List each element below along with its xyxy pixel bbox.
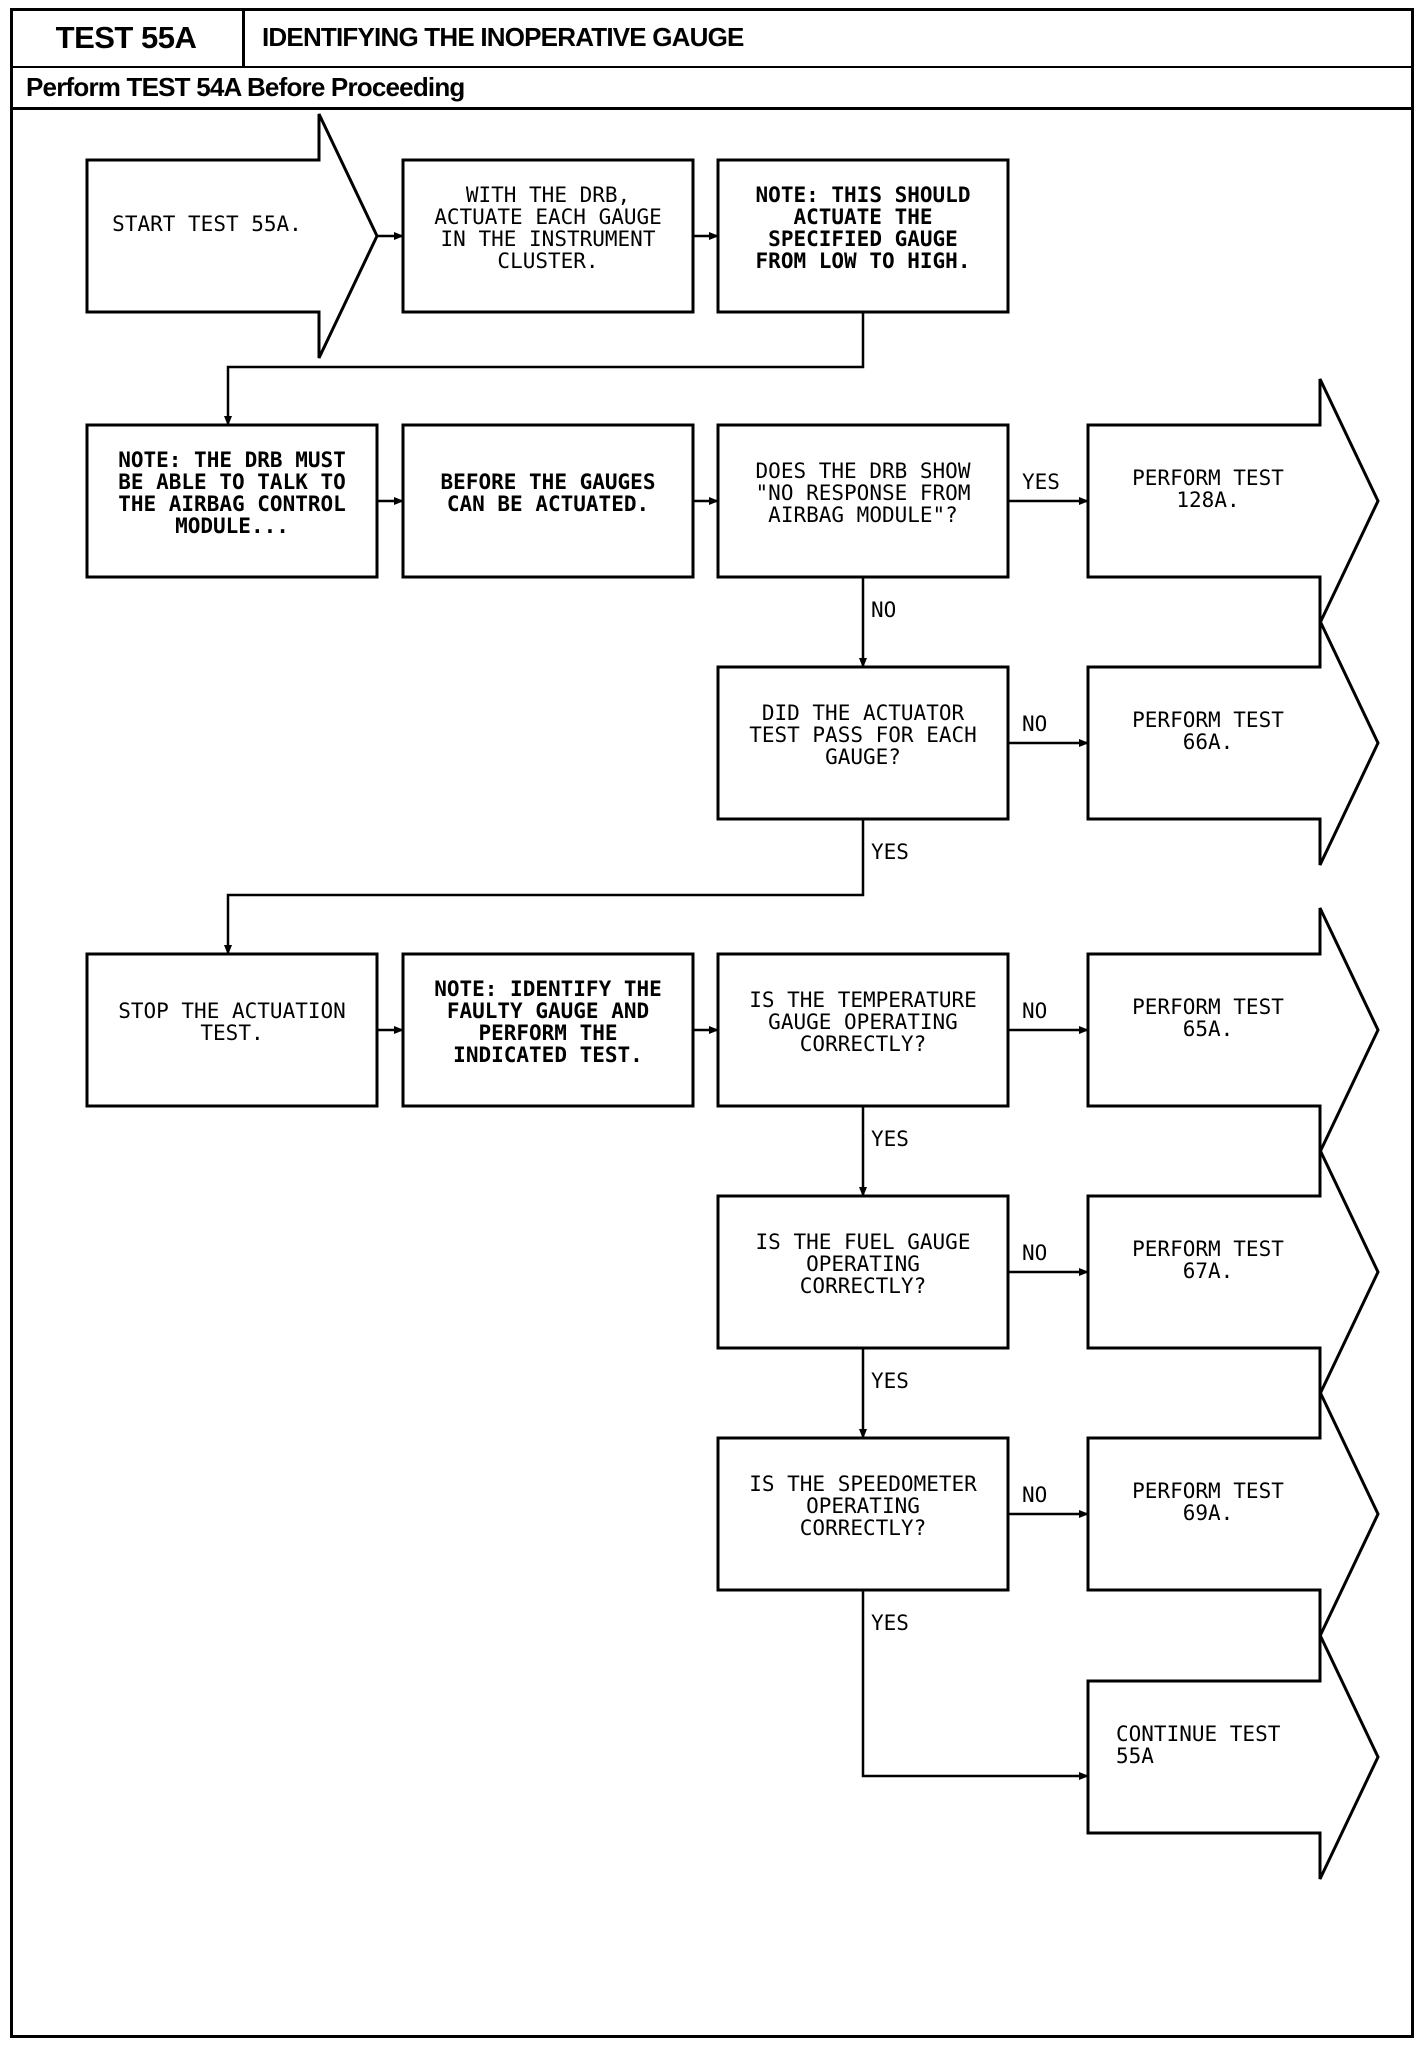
question-fuel-gauge-text-line: IS THE FUEL GAUGE	[756, 1230, 971, 1254]
no-label-65a: NO	[1022, 999, 1047, 1023]
question-speedometer-box	[716, 1436, 1010, 1592]
test-id: TEST 55A	[10, 8, 245, 68]
note-actuate-low-high-box	[716, 158, 1010, 314]
result-test-66a-text-line: PERFORM TEST	[1132, 708, 1284, 732]
question-actuator-pass-text-line: DID THE ACTUATOR	[762, 701, 965, 725]
question-actuator-pass-text-line: TEST PASS FOR EACH	[749, 723, 977, 747]
note-identify-faulty-text-line: NOTE: IDENTIFY THE	[434, 977, 662, 1001]
header-row	[10, 8, 1414, 68]
subtitle-row	[10, 68, 1414, 110]
start-node-arrow-box	[85, 113, 379, 359]
prerequisite-note: Perform TEST 54A Before Proceeding	[26, 72, 465, 102]
note-actuate-low-high-text-line: NOTE: THIS SHOULD	[756, 183, 971, 207]
result-test-67a-text-line: PERFORM TEST	[1132, 1237, 1284, 1261]
step-actuate-gauges-text-line: WITH THE DRB,	[466, 183, 630, 207]
question-speedometer-text-line: OPERATING	[806, 1494, 920, 1518]
question-actuator-pass-text-line: GAUGE?	[825, 745, 901, 769]
note-drb-talk-airbag-box	[85, 423, 379, 579]
result-test-65a-text-line: PERFORM TEST	[1132, 995, 1284, 1019]
connector-note-to-drb-talk	[224, 312, 865, 426]
question-fuel-gauge-text-line: CORRECTLY?	[800, 1274, 926, 1298]
result-test-66a-arrow-box	[1086, 620, 1380, 866]
note-identify-faulty-text-line: PERFORM THE	[478, 1021, 617, 1045]
end-continue-55a-text-line: CONTINUE TEST	[1116, 1722, 1281, 1746]
question-temperature-gauge-text-line: IS THE TEMPERATURE	[749, 988, 977, 1012]
start-node-text-line: START TEST 55A.	[112, 212, 302, 236]
step-actuate-gauges-box	[401, 158, 695, 314]
yes-label-fuel: YES	[871, 1127, 909, 1151]
step-stop-actuation-text-line: STOP THE ACTUATION	[118, 999, 346, 1023]
yes-label-stop: YES	[871, 840, 909, 864]
question-temperature-gauge-box	[716, 952, 1010, 1108]
question-no-response-text-line: "NO RESPONSE FROM	[756, 481, 971, 505]
page-frame	[10, 8, 1414, 2038]
note-identify-faulty-text-line: INDICATED TEST.	[453, 1043, 643, 1067]
step-actuate-gauges-text-line: CLUSTER.	[497, 249, 598, 273]
step-actuate-gauges-text-line: IN THE INSTRUMENT	[441, 227, 656, 251]
result-test-65a-text-line: 65A.	[1183, 1017, 1234, 1041]
note-before-gauges-text-line: CAN BE ACTUATED.	[447, 492, 649, 516]
yes-label-speedometer: YES	[871, 1369, 909, 1393]
note-actuate-low-high-text-line: ACTUATE THE	[793, 205, 932, 229]
no-label-69a: NO	[1022, 1483, 1047, 1507]
question-actuator-pass-box	[716, 665, 1010, 821]
result-test-69a-text-line: PERFORM TEST	[1132, 1479, 1284, 1503]
yes-label-continue: YES	[871, 1611, 909, 1635]
note-actuate-low-high-text-line: FROM LOW TO HIGH.	[756, 249, 971, 273]
test-title: IDENTIFYING THE INOPERATIVE GAUGE	[262, 22, 744, 52]
note-drb-talk-airbag-text-line: BE ABLE TO TALK TO	[118, 470, 346, 494]
no-label-actuator-pass: NO	[871, 598, 896, 622]
question-no-response-box	[716, 423, 1010, 579]
result-test-69a-arrow-box	[1086, 1391, 1380, 1637]
question-fuel-gauge-text-line: OPERATING	[806, 1252, 920, 1276]
question-temperature-gauge-text-line: CORRECTLY?	[800, 1032, 926, 1056]
note-drb-talk-airbag-text-line: MODULE...	[175, 514, 289, 538]
step-actuate-gauges-text-line: ACTUATE EACH GAUGE	[434, 205, 662, 229]
result-test-128a-text-line: 128A.	[1176, 488, 1239, 512]
end-continue-55a-arrow-box	[1086, 1634, 1380, 1880]
connector-yes-to-continue	[861, 1590, 1089, 1780]
note-before-gauges-box	[401, 423, 695, 579]
result-test-65a-arrow-box	[1086, 907, 1380, 1153]
yes-label-128a: YES	[1022, 470, 1060, 494]
result-test-67a-text-line: 67A.	[1183, 1259, 1234, 1283]
result-test-128a-arrow-box	[1086, 378, 1380, 624]
result-test-69a-text-line: 69A.	[1183, 1501, 1234, 1525]
result-test-128a-text-line: PERFORM TEST	[1132, 466, 1284, 490]
note-before-gauges-text-line: BEFORE THE GAUGES	[441, 470, 656, 494]
no-label-67a: NO	[1022, 1241, 1047, 1265]
no-label-66a: NO	[1022, 712, 1047, 736]
end-continue-55a-text-line: 55A	[1116, 1744, 1154, 1768]
step-stop-actuation-text-line: TEST.	[200, 1021, 263, 1045]
question-speedometer-text-line: IS THE SPEEDOMETER	[749, 1472, 977, 1496]
note-identify-faulty-text-line: FAULTY GAUGE AND	[447, 999, 649, 1023]
note-drb-talk-airbag-text-line: THE AIRBAG CONTROL	[118, 492, 346, 516]
question-fuel-gauge-box	[716, 1194, 1010, 1350]
question-no-response-text-line: AIRBAG MODULE"?	[768, 503, 958, 527]
note-drb-talk-airbag-text-line: NOTE: THE DRB MUST	[118, 448, 346, 472]
question-no-response-text-line: DOES THE DRB SHOW	[756, 459, 971, 483]
result-test-67a-arrow-box	[1086, 1149, 1380, 1395]
question-temperature-gauge-text-line: GAUGE OPERATING	[768, 1010, 958, 1034]
step-stop-actuation-box	[85, 952, 379, 1108]
note-identify-faulty-box	[401, 952, 695, 1108]
question-speedometer-text-line: CORRECTLY?	[800, 1516, 926, 1540]
note-actuate-low-high-text-line: SPECIFIED GAUGE	[768, 227, 958, 251]
connector-yes-to-stop	[224, 819, 865, 955]
result-test-66a-text-line: 66A.	[1183, 730, 1234, 754]
